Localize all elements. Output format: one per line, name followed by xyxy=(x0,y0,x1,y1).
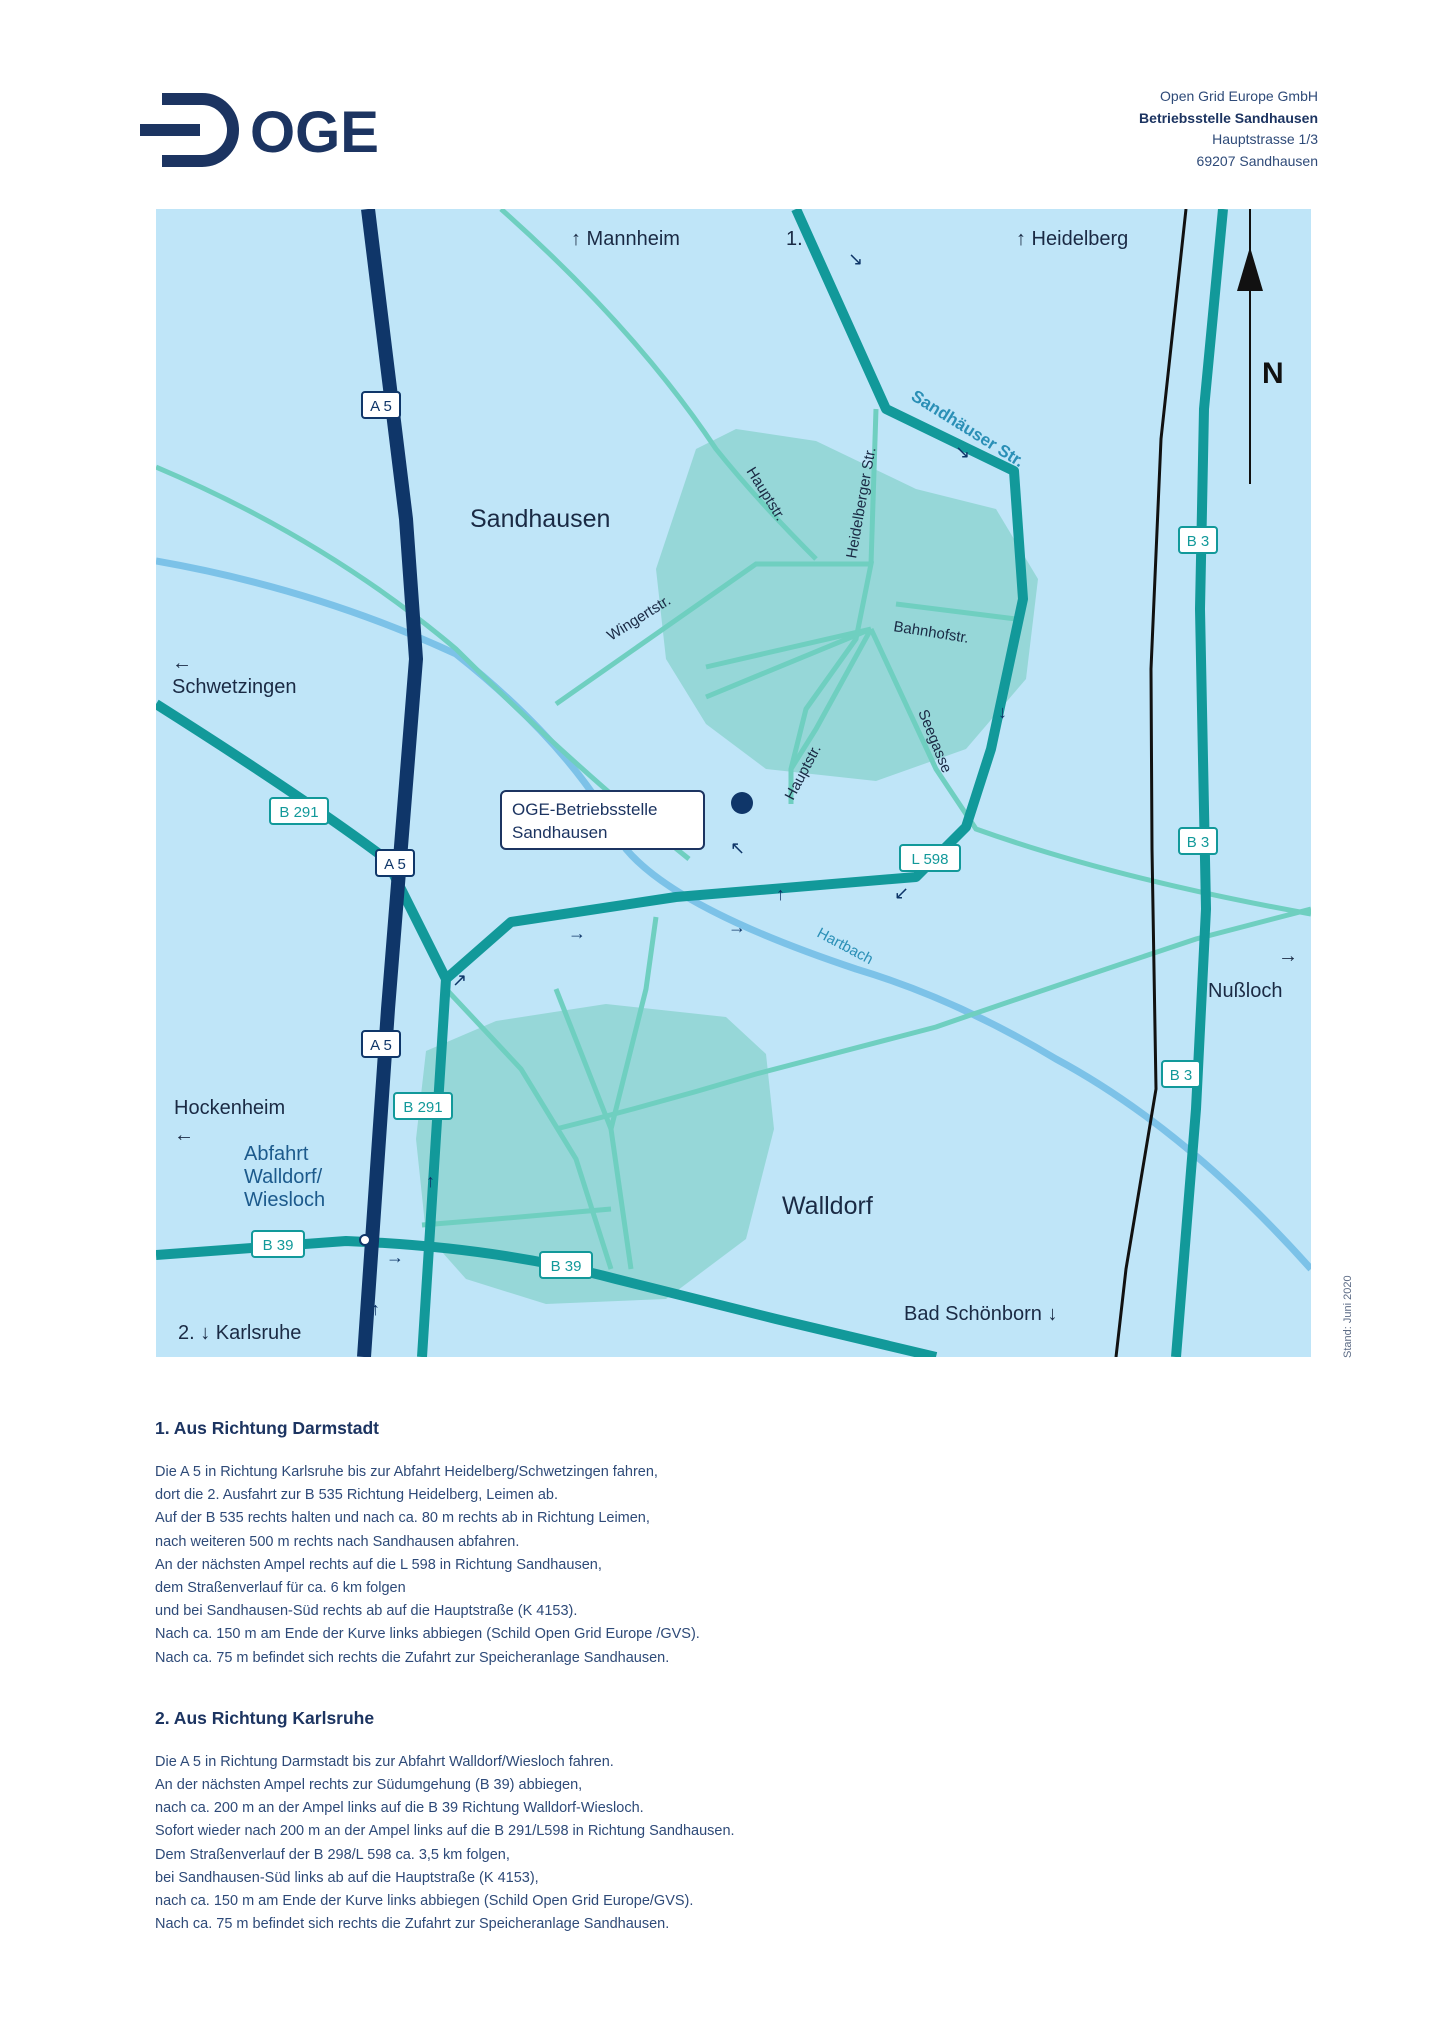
route-arrow: → xyxy=(386,1247,404,1267)
direction-karlsruhe: 2. ↓ Karlsruhe xyxy=(178,1322,301,1344)
route-instructions: 1. Aus Richtung Darmstadt Die A 5 in Ric… xyxy=(155,1418,1205,1974)
direction-schwetzingen: Schwetzingen xyxy=(172,676,297,698)
direction-hockenheim: Hockenheim xyxy=(174,1097,285,1119)
route-line: bei Sandhausen-Süd links ab auf die Haup… xyxy=(155,1869,539,1886)
route-arrow: ↑ xyxy=(426,1171,435,1191)
route-section-darmstadt: 1. Aus Richtung Darmstadt Die A 5 in Ric… xyxy=(155,1418,1205,1670)
city-address: 69207 Sandhausen xyxy=(1196,152,1318,169)
route-line: Nach ca. 75 m befindet sich rechts die Z… xyxy=(155,1649,670,1666)
oge-logo-text: OGE xyxy=(250,100,379,165)
sign-l598: L 598 xyxy=(899,844,961,872)
route-line: An der nächsten Ampel rechts zur Südumge… xyxy=(155,1777,583,1794)
exit-label-line-3: Wiesloch xyxy=(244,1189,325,1211)
company-address: Open Grid Europe GmbH Betriebsstelle San… xyxy=(1139,86,1318,172)
svg-text:B 39: B 39 xyxy=(551,1258,582,1275)
route-line: Die A 5 in Richtung Karlsruhe bis zur Ab… xyxy=(155,1464,658,1480)
sign-a5-top: A 5 xyxy=(361,391,401,419)
north-label: N xyxy=(1262,357,1284,390)
route-arrow: ↑ xyxy=(371,1299,380,1319)
destination-line-2: Sandhausen xyxy=(512,823,607,842)
sign-b291-left: B 291 xyxy=(269,797,329,825)
svg-text:B 3: B 3 xyxy=(1187,834,1210,851)
route-arrow: ↓ xyxy=(998,702,1007,722)
route-arrow: ↘ xyxy=(955,442,970,462)
route-line: Nach ca. 150 m am Ende der Kurve links a… xyxy=(155,1626,700,1643)
route-section-karlsruhe: 2. Aus Richtung Karlsruhe Die A 5 in Ric… xyxy=(155,1708,1205,1937)
svg-text:B 291: B 291 xyxy=(403,1099,442,1116)
route-line: nach weiteren 500 m rechts nach Sandhaus… xyxy=(155,1533,520,1550)
walldorf-town-area xyxy=(416,1004,774,1304)
place-walldorf: Walldorf xyxy=(782,1192,873,1220)
direction-nussloch: Nußloch xyxy=(1208,980,1282,1002)
route-arrow: → xyxy=(568,923,586,943)
destination-label-box: OGE-Betriebsstelle Sandhausen xyxy=(500,790,705,850)
svg-text:A 5: A 5 xyxy=(384,856,406,873)
direction-bad-schoenborn: Bad Schönborn ↓ xyxy=(904,1303,1057,1325)
route-line: nach ca. 150 m am Ende der Kurve links a… xyxy=(155,1893,694,1910)
stand-date: Stand: Juni 2020 xyxy=(1342,1275,1354,1358)
route-arrow: ↘ xyxy=(848,249,863,269)
north-arrow-head xyxy=(1237,247,1263,291)
route-line: Dem Straßenverlauf der B 298/L 598 ca. 3… xyxy=(155,1846,510,1863)
route-arrow: ↙ xyxy=(894,883,909,903)
exit-label-line-1: Abfahrt xyxy=(244,1143,309,1165)
route-line: Nach ca. 75 m befindet sich rechts die Z… xyxy=(155,1916,670,1933)
route-line: dem Straßenverlauf für ca. 6 km folgen xyxy=(155,1580,406,1597)
direction-hockenheim-arrow: ← xyxy=(174,1124,194,1146)
site-name: Betriebsstelle Sandhausen xyxy=(1139,109,1318,126)
svg-text:L 598: L 598 xyxy=(912,851,949,868)
street-address: Hauptstrasse 1/3 xyxy=(1212,131,1318,147)
oge-logo: OGE xyxy=(140,93,379,167)
svg-text:A 5: A 5 xyxy=(370,1037,392,1054)
svg-text:B 3: B 3 xyxy=(1187,533,1210,550)
sandhausen-town-area xyxy=(656,429,1038,781)
a5-exit-node xyxy=(359,1234,371,1246)
sign-b39-left: B 39 xyxy=(251,1230,305,1258)
route-line: Die A 5 in Richtung Darmstadt bis zur Ab… xyxy=(155,1753,614,1770)
sign-b3-top: B 3 xyxy=(1178,526,1218,554)
sign-b3-mid: B 3 xyxy=(1178,827,1218,855)
sign-b3-bottom: B 3 xyxy=(1161,1060,1201,1088)
place-sandhausen: Sandhausen xyxy=(470,505,610,533)
route-line: nach ca. 200 m an der Ampel links auf di… xyxy=(155,1800,644,1817)
route-arrow: ↑ xyxy=(776,884,785,904)
route-line: dort die 2. Ausfahrt zur B 535 Richtung … xyxy=(155,1487,559,1504)
sign-a5-mid: A 5 xyxy=(375,849,415,877)
destination-line-1: OGE-Betriebsstelle xyxy=(512,800,658,819)
sign-b39-mid: B 39 xyxy=(539,1251,593,1279)
route-map: N Sandhausen Walldorf ↑ Mannheim 1. ↑ He… xyxy=(156,209,1311,1357)
direction-nussloch-arrow: → xyxy=(1278,945,1298,967)
svg-text:A 5: A 5 xyxy=(370,398,392,415)
route-arrow: ↗ xyxy=(452,970,467,990)
route-title: 1. Aus Richtung Darmstadt xyxy=(155,1418,379,1438)
railway-line xyxy=(1114,209,1188,1357)
route-arrow: → xyxy=(728,917,746,937)
direction-heidelberg: ↑ Heidelberg xyxy=(1016,228,1128,250)
route-arrow: ↖ xyxy=(730,838,745,858)
destination-marker xyxy=(731,792,753,814)
exit-label-line-2: Walldorf/ xyxy=(244,1166,323,1188)
svg-text:B 291: B 291 xyxy=(279,804,318,821)
svg-text:B 39: B 39 xyxy=(263,1237,294,1254)
route-line: Auf der B 535 rechts halten und nach ca.… xyxy=(155,1510,650,1527)
route1-marker: 1. xyxy=(786,228,803,250)
route-line: Sofort wieder nach 200 m an der Ampel li… xyxy=(155,1823,735,1840)
svg-text:B 3: B 3 xyxy=(1170,1067,1193,1084)
route-line: An der nächsten Ampel rechts auf die L 5… xyxy=(155,1556,602,1573)
route-arrows: ↘ ↘ ↓ ↙ → → ↗ ↑ → ↑ ↑ ↖ xyxy=(371,249,1007,1319)
direction-mannheim: ↑ Mannheim xyxy=(571,228,680,250)
oge-logo-mark xyxy=(140,93,239,167)
route-line: und bei Sandhausen-Süd rechts ab auf die… xyxy=(155,1603,578,1620)
sign-b291-bottom: B 291 xyxy=(393,1092,453,1120)
direction-schwetzingen-arrow: ← xyxy=(172,652,192,674)
route-title: 2. Aus Richtung Karlsruhe xyxy=(155,1707,375,1728)
company-name: Open Grid Europe GmbH xyxy=(1160,88,1318,104)
sign-a5-bottom: A 5 xyxy=(361,1030,401,1058)
